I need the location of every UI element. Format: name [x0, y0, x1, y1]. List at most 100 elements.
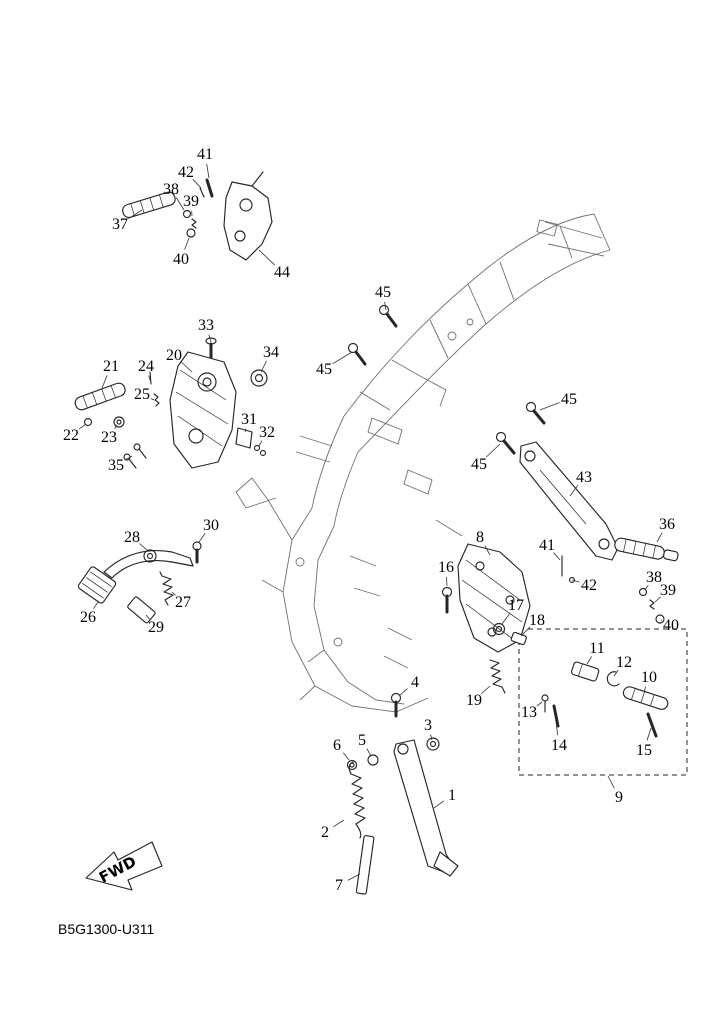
callout-number: 6 [333, 737, 341, 754]
callout-number: 12 [616, 654, 632, 671]
callout-number: 22 [63, 427, 79, 444]
bracket-plate-8 [457, 543, 531, 653]
callout-leader [114, 424, 118, 429]
kit-dashed-box [518, 628, 688, 776]
callout-number: 45 [561, 391, 577, 408]
rear-left-footrest-assembly [74, 337, 268, 469]
callout-number: 36 [659, 516, 675, 533]
callout-leader [555, 721, 559, 736]
callout-number: 3 [424, 717, 432, 734]
callout-number: 37 [112, 216, 128, 233]
callout-leader [333, 819, 345, 827]
callout-leader [430, 734, 433, 741]
callout-leader [643, 686, 647, 693]
callout-number: 9 [615, 789, 623, 806]
callout-leader [93, 601, 99, 609]
bolt-45-c [525, 401, 546, 425]
callout-leader [260, 360, 267, 373]
callout-number: 45 [316, 361, 332, 378]
callout-leader [366, 748, 372, 757]
callout-leader [536, 701, 543, 707]
callout-number: 21 [103, 358, 119, 375]
callout-leader [145, 614, 150, 620]
callout-number: 33 [198, 317, 214, 334]
callout-number: 25 [134, 386, 150, 403]
callout-number: 34 [263, 344, 279, 361]
callout-leader [192, 179, 202, 189]
spring-25 [153, 393, 160, 407]
callout-number: 42 [581, 577, 597, 594]
callout-number: 40 [173, 251, 189, 268]
frame-skeleton [235, 213, 611, 713]
pin-24 [149, 371, 152, 385]
footpeg-21 [74, 382, 126, 411]
stand-bracket-43 [519, 441, 619, 584]
callout-number: 8 [476, 529, 484, 546]
washer-5 [367, 754, 379, 766]
diagram-code: B5G1300-U311 [58, 921, 154, 937]
callout-leader [258, 249, 276, 266]
callout-leader [78, 423, 87, 430]
callout-leader [175, 197, 185, 211]
rear-right-footrest-assembly [441, 543, 531, 694]
front-footrest-bracket-44 [223, 171, 273, 261]
callout-number: 18 [529, 612, 545, 629]
callout-number: 29 [148, 619, 164, 636]
spring-27 [159, 571, 174, 606]
callout-number: 20 [166, 347, 182, 364]
callout-number: 24 [138, 358, 154, 375]
spring-2 [348, 761, 366, 839]
callout-leader [520, 626, 531, 637]
callout-leader [571, 579, 580, 583]
callout-number: 40 [663, 617, 679, 634]
washer-23 [113, 416, 125, 428]
kit-parts [541, 661, 669, 738]
callout-number: 45 [471, 456, 487, 473]
callout-number: 11 [589, 640, 604, 657]
callout-number: 17 [508, 597, 524, 614]
callout-leader [180, 361, 193, 373]
collar-40-b [655, 614, 665, 624]
callout-leader [586, 656, 593, 665]
spring-19 [489, 659, 506, 694]
callout-leader [148, 375, 151, 381]
parts-layer [74, 171, 679, 895]
callout-leader [654, 596, 661, 603]
footpeg-10 [622, 686, 669, 710]
front-left-footpeg [122, 178, 214, 238]
collar-11 [570, 661, 600, 682]
washer-17 [492, 622, 506, 636]
callout-number: 38 [163, 181, 179, 198]
nut-38 [182, 209, 192, 219]
callout-number: 1 [448, 787, 456, 804]
callout-leader [433, 800, 445, 809]
callout-leader [171, 591, 176, 596]
callout-leader [347, 873, 361, 881]
callout-number: 39 [660, 582, 676, 599]
callout-number: 32 [259, 424, 275, 441]
collar-18 [510, 631, 527, 646]
collar-40 [186, 228, 196, 238]
callout-number: 28 [124, 529, 140, 546]
callout-number: 30 [203, 517, 219, 534]
spring-39 [191, 218, 197, 229]
bolt-30 [192, 541, 202, 564]
screws-35 [123, 443, 147, 469]
callout-number: 44 [274, 264, 290, 281]
callout-number: 35 [108, 457, 124, 474]
callout-leader [398, 688, 408, 697]
stand-foot [433, 851, 459, 877]
ring-6 [346, 759, 358, 771]
pin-41 [205, 178, 214, 198]
callout-number: 13 [521, 704, 537, 721]
fwd-arrow: FWD [85, 841, 163, 891]
callout-leader [198, 532, 206, 543]
callout-leader [539, 402, 560, 411]
callout-leader [656, 532, 663, 543]
callout-leader [184, 237, 190, 250]
callout-leader [613, 669, 619, 677]
callout-number: 10 [641, 669, 657, 686]
callout-number: 7 [335, 877, 343, 894]
washer-34-inner [254, 373, 264, 383]
